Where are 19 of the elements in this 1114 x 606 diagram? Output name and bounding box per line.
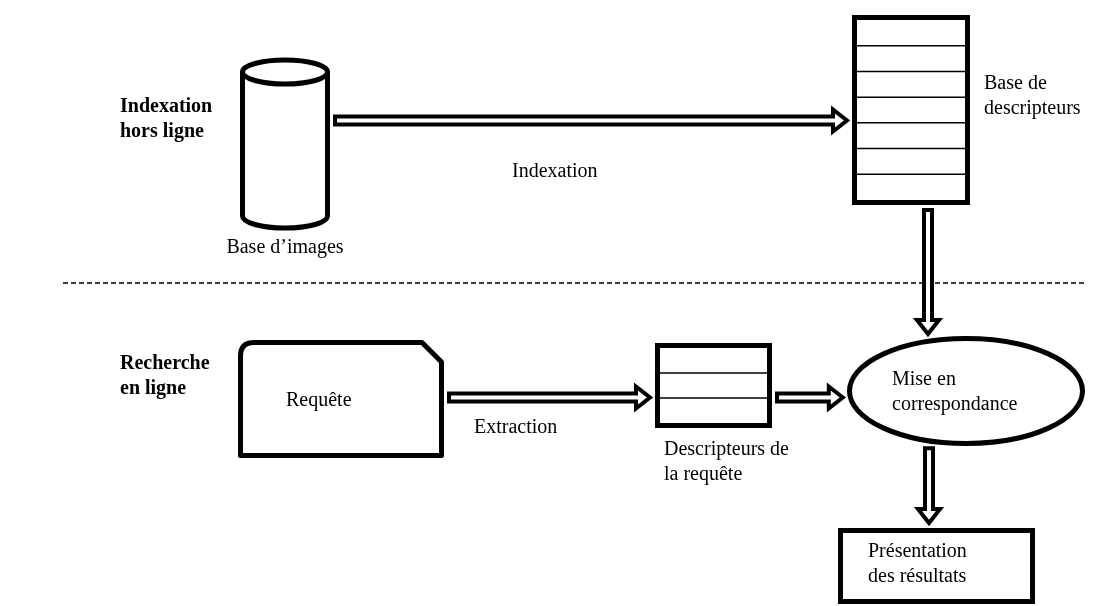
database-cylinder bbox=[240, 58, 330, 230]
process-box bbox=[838, 528, 1035, 604]
node-label: Requête bbox=[286, 386, 352, 412]
node-label: Présentation des résultats bbox=[868, 538, 968, 588]
matching-ellipse bbox=[847, 336, 1085, 446]
node-label: Mise en correspondance bbox=[892, 366, 1019, 416]
node-caption: Descripteurs de la requête bbox=[664, 436, 790, 486]
section-label: Recherche en ligne bbox=[120, 350, 211, 400]
node-caption: Base de descripteurs bbox=[984, 70, 1082, 120]
hollow-arrow bbox=[333, 105, 851, 136]
hollow-arrow bbox=[447, 382, 654, 413]
hollow-arrow bbox=[912, 208, 944, 338]
hollow-arrow bbox=[913, 446, 945, 527]
hollow-arrow bbox=[775, 382, 847, 413]
section-label: Indexation hors ligne bbox=[120, 93, 214, 143]
node-caption: Base d’images bbox=[225, 234, 345, 259]
descriptor-table bbox=[655, 343, 772, 428]
query-card bbox=[238, 340, 444, 458]
descriptor-table bbox=[852, 15, 970, 205]
